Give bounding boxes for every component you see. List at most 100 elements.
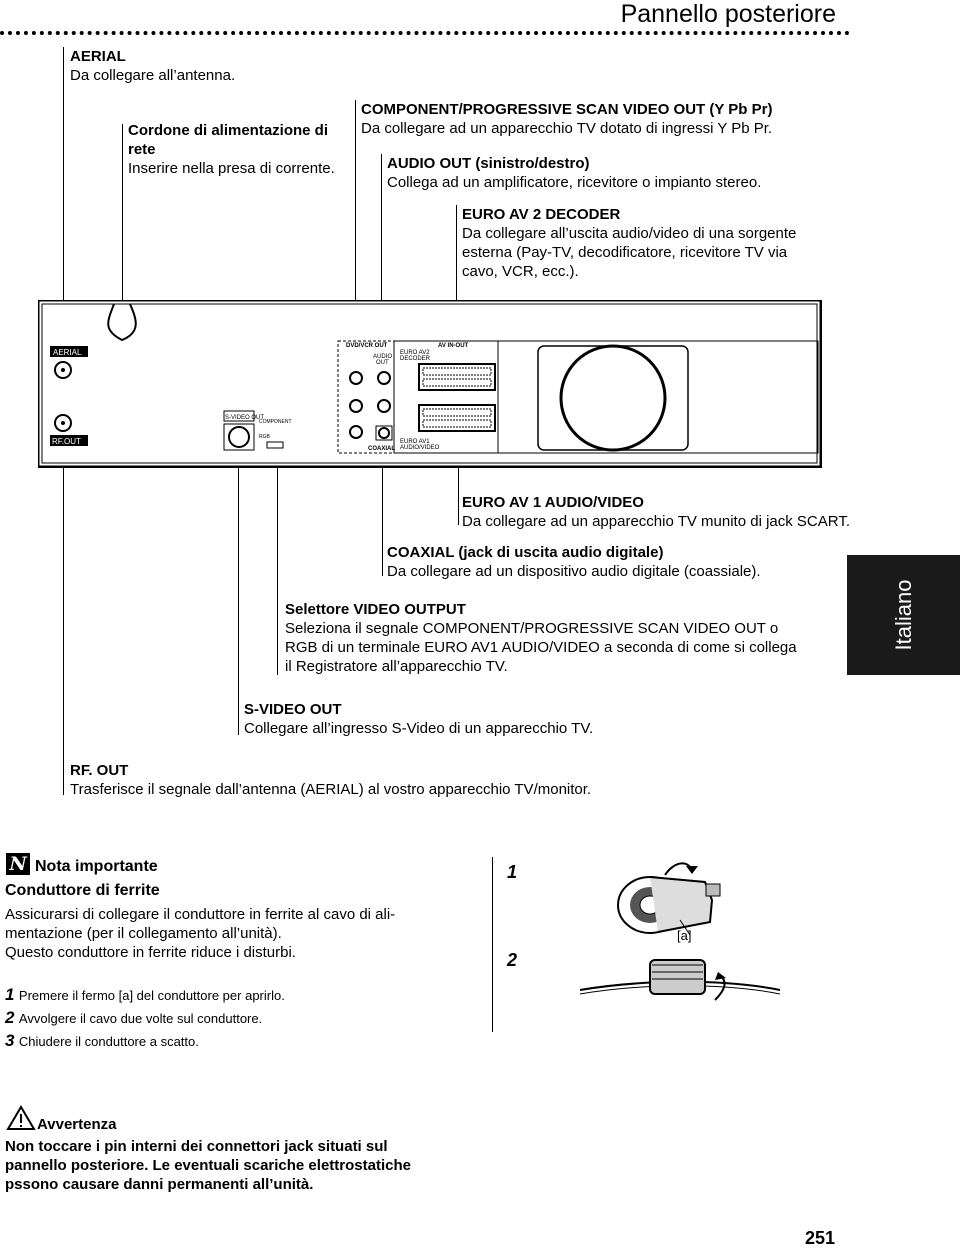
callout-svideo: S-VIDEO OUT Collegare all’ingresso S-Vid…: [244, 700, 593, 738]
leader-coaxial: [382, 440, 383, 576]
video-output-selector: [266, 441, 284, 449]
note-heading: Nota importante: [35, 858, 158, 875]
callout-component: COMPONENT/PROGRESSIVE SCAN VIDEO OUT (Y …: [361, 100, 772, 138]
cooling-fan: [559, 344, 667, 452]
fan-housing: [497, 340, 819, 454]
note-subheading: Conduttore di ferrite: [5, 882, 160, 899]
callout-video-output-line: RGB di un terminale EURO AV1 AUDIO/VIDEO…: [285, 639, 797, 656]
callout-power-title: Cordone di alimentazione di rete: [128, 122, 329, 158]
leader-euro-av2: [456, 205, 457, 345]
callout-rf-out: RF. OUT Trasferisce il segnale dall’ante…: [70, 761, 591, 799]
callout-video-output: Selettore VIDEO OUTPUT Seleziona il segn…: [285, 600, 845, 676]
page-title: Pannello posteriore: [620, 0, 836, 28]
leader-svideo: [238, 455, 239, 735]
euro-av2-label-2: DECODER: [400, 356, 431, 362]
rgb-switch-label: RGB: [259, 434, 271, 440]
callout-rf-out-desc: Trasferisce il segnale dall’antenna (AER…: [70, 781, 592, 798]
callout-euro-av2-line: Da collegare all’uscita audio/video di u…: [462, 225, 797, 242]
aerial-label: AERIAL: [53, 348, 82, 357]
warning-body: Non toccare i pin interni dei connettori…: [5, 1137, 411, 1194]
aerial-jack: [54, 361, 72, 379]
ferrite-figure-frame: [492, 857, 759, 1032]
svideo-badge: [223, 410, 255, 422]
rf-out-badge: [50, 435, 88, 446]
note-step: 1 Premere il fermo [a] del conduttore pe…: [5, 985, 285, 1008]
power-cord: [107, 303, 137, 342]
note-line: mentazione (per il collegamento all’unit…: [5, 925, 282, 942]
page-number: 251: [805, 1228, 836, 1248]
euro-av1-label-2: AUDIO/VIDEO: [400, 445, 440, 451]
language-tab: Italiano: [847, 555, 960, 675]
component-switch-label: COMPONENT: [259, 419, 292, 425]
callout-euro-av1: EURO AV 1 AUDIO/VIDEO Da collegare ad un…: [462, 493, 850, 531]
leader-audio-out: [381, 154, 382, 345]
leader-aerial: [63, 47, 64, 372]
rf-out-jack: [54, 414, 72, 432]
note-icon: N: [6, 853, 30, 875]
leader-video-output: [277, 445, 278, 675]
warning-heading: Avvertenza: [37, 1116, 117, 1133]
callout-aerial-title: AERIAL: [70, 48, 126, 65]
note-steps: 1 Premere il fermo [a] del conduttore pe…: [5, 985, 285, 1054]
svideo-label: S-VIDEO OUT: [225, 415, 264, 421]
audio-out-label: AUDIO: [373, 354, 392, 360]
callout-video-output-line: il Registratore all’apparecchio TV.: [285, 658, 508, 675]
callout-euro-av1-desc: Da collegare ad un apparecchio TV munito…: [462, 513, 850, 530]
step-number: 1: [5, 985, 15, 1004]
aerial-badge: [50, 346, 88, 357]
callout-svideo-title: S-VIDEO OUT: [244, 701, 342, 718]
callout-euro-av2-line: cavo, VCR, ecc.).: [462, 263, 579, 280]
note-line: Questo conduttore in ferrite riduce i di…: [5, 944, 296, 961]
coaxial-jack: [378, 427, 390, 439]
audio-out-label-2: OUT: [376, 360, 389, 366]
euro-av1-label: EURO AV1: [400, 439, 430, 445]
audio-left-jack: [377, 371, 391, 385]
callout-coaxial-desc: Da collegare ad un dispositivo audio dig…: [387, 563, 761, 580]
audio-right-jack: [377, 399, 391, 413]
callout-video-output-title: Selettore VIDEO OUTPUT: [285, 601, 466, 618]
step-text: Premere il fermo [a] del conduttore per …: [18, 988, 285, 1003]
component-pb-jack: [349, 399, 363, 413]
callout-video-output-line: Seleziona il segnale COMPONENT/PROGRESSI…: [285, 620, 779, 637]
callout-power: Cordone di alimentazione di rete Inserir…: [128, 121, 353, 178]
callout-euro-av1-title: EURO AV 1 AUDIO/VIDEO: [462, 494, 644, 511]
callout-euro-av2: EURO AV 2 DECODER Da collegare all’uscit…: [462, 205, 796, 281]
step-number: 2: [5, 1008, 15, 1027]
callout-rf-out-title: RF. OUT: [70, 762, 129, 779]
warning-icon: [6, 1105, 36, 1130]
step-number: 3: [5, 1031, 15, 1050]
callout-coaxial-title: COAXIAL (jack di uscita audio digitale): [387, 544, 664, 561]
callout-svideo-desc: Collegare all’ingresso S-Video di un app…: [244, 720, 594, 737]
warning-line: pannello posteriore. Le eventuali scaric…: [5, 1157, 411, 1174]
leader-power: [122, 124, 123, 330]
warning-line: Non toccare i pin interni dei connettori…: [5, 1138, 388, 1155]
component-pr-jack: [349, 425, 363, 439]
callout-aerial-desc: Da collegare all’antenna.: [70, 67, 236, 84]
figure-step-2: 2: [507, 950, 518, 970]
note-body: Assicurarsi di collegare il conduttore i…: [5, 905, 435, 962]
leader-rf-out: [63, 445, 64, 795]
step-text: Avvolgere il cavo due volte sul condutto…: [18, 1011, 263, 1026]
callout-component-title: COMPONENT/PROGRESSIVE SCAN VIDEO OUT (Y …: [361, 101, 773, 118]
leader-component: [355, 100, 356, 345]
figure-label-a: [a]: [677, 928, 692, 943]
language-label: Italiano: [890, 579, 916, 651]
callout-audio-out-title: AUDIO OUT (sinistro/destro): [387, 155, 590, 172]
step-text: Chiudere il conduttore a scatto.: [18, 1034, 199, 1049]
callout-euro-av2-title: EURO AV 2 DECODER: [462, 206, 621, 223]
av-in-out-label: AV IN-OUT: [438, 343, 469, 349]
euro-av2-label: EURO AV2: [400, 350, 430, 356]
callout-power-desc: Inserire nella presa di corrente.: [128, 160, 335, 177]
callout-euro-av2-line: esterna (Pay-TV, decodificatore, ricevit…: [462, 244, 788, 261]
note-step: 3 Chiudere il conduttore a scatto.: [5, 1031, 285, 1054]
component-y-jack: [349, 371, 363, 385]
rear-panel-diagram: AERIAL RF.OUT S-VIDEO OUT COMPONENT RGB …: [38, 300, 822, 468]
rf-out-label: RF.OUT: [52, 437, 81, 446]
dvd-vcr-out-label: DVD/VCR OUT: [346, 343, 388, 349]
warning-line: pssono causare danni permanenti all’unit…: [5, 1176, 314, 1193]
callout-component-desc: Da collegare ad un apparecchio TV dotato…: [361, 120, 773, 137]
header-divider: [0, 31, 850, 35]
note-line: Assicurarsi di collegare il conduttore i…: [5, 906, 396, 923]
callout-aerial: AERIAL Da collegare all’antenna.: [70, 47, 235, 85]
coaxial-label: COAXIAL: [368, 446, 395, 452]
